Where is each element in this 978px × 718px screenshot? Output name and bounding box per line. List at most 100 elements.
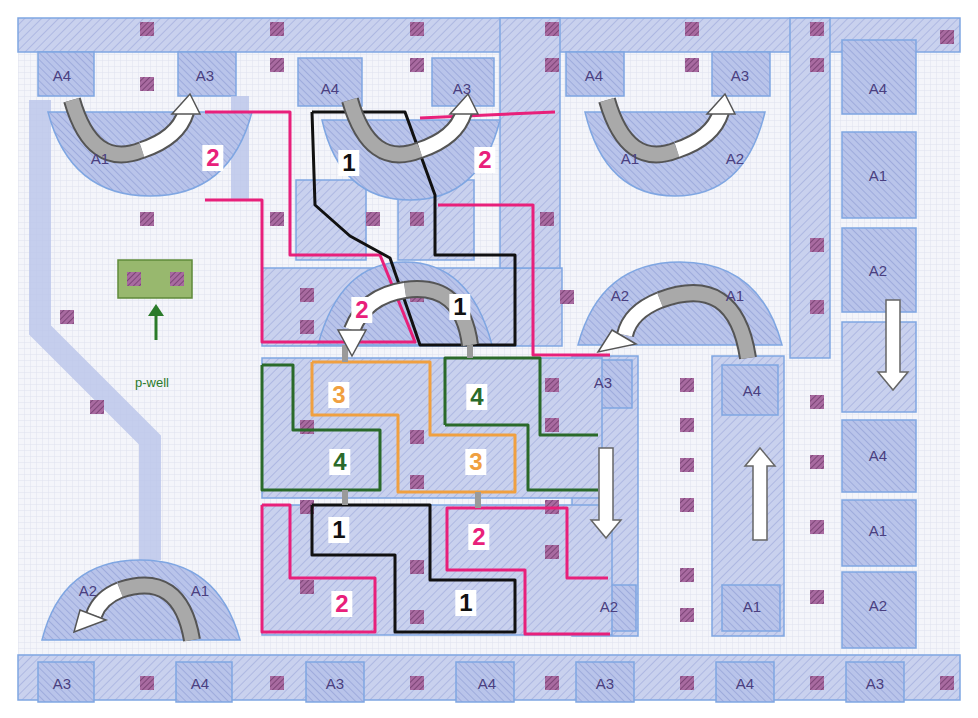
arrow-body (607, 100, 677, 154)
net-label: A2 (726, 151, 744, 166)
arrow-outline (405, 289, 470, 345)
net-label: A1 (869, 523, 887, 538)
contact (810, 395, 824, 409)
net-label: A4 (585, 68, 603, 83)
diffusion-shape (842, 228, 916, 312)
contact (410, 676, 424, 690)
arrow-body (120, 586, 192, 640)
diffusion-shape (846, 662, 904, 702)
contact (410, 560, 424, 574)
callout-number: 3 (465, 449, 486, 475)
net-label: A3 (594, 375, 612, 390)
net-label: A3 (326, 676, 344, 691)
contact (680, 498, 694, 512)
net-label: A3 (53, 676, 71, 691)
arrow-outline (625, 300, 660, 335)
arrow-body (352, 290, 405, 330)
arrow-body (625, 300, 660, 335)
arrow-body (405, 289, 470, 345)
net-label: A3 (196, 68, 214, 83)
contact (300, 288, 314, 302)
arrow-outline (352, 290, 405, 330)
diffusion-shape (842, 420, 916, 492)
contact (140, 212, 154, 226)
diffusion-shape (712, 356, 784, 636)
arrow-outline (677, 112, 721, 150)
net-label: A3 (453, 81, 471, 96)
contact (680, 608, 694, 622)
contact (810, 22, 824, 36)
net-label: A1 (91, 151, 109, 166)
contact (680, 676, 694, 690)
diffusion-shape (576, 662, 634, 702)
diffusion-shape (842, 322, 916, 412)
contact (680, 418, 694, 432)
diffusion-shape (38, 662, 94, 702)
contact (300, 580, 314, 594)
arrow-outline (72, 100, 142, 154)
diffusion-shape (38, 52, 94, 96)
callout-number: 1 (338, 150, 359, 176)
diffusion-shape (842, 132, 916, 218)
highlight-region (447, 508, 610, 634)
net-label: A4 (743, 383, 761, 398)
contact (90, 400, 104, 414)
contact (810, 300, 824, 314)
contact (140, 22, 154, 36)
contact (810, 58, 824, 72)
diffusion-shape (262, 505, 612, 635)
net-label: A2 (600, 599, 618, 614)
net-label: A1 (743, 599, 761, 614)
arrow-body (677, 112, 721, 150)
arrow-body (142, 112, 186, 150)
pwell-pointer (155, 312, 158, 340)
net-label: A4 (191, 676, 209, 691)
contact (545, 545, 559, 559)
highlight-region (420, 112, 555, 118)
diffusion-shape (842, 572, 916, 648)
net-label: A1 (869, 168, 887, 183)
highlight-region (262, 365, 380, 490)
highlight-region (445, 358, 598, 435)
net-label: A3 (596, 676, 614, 691)
net-label: A2 (79, 583, 97, 598)
contact (685, 58, 699, 72)
diffusion-shape (842, 40, 916, 114)
callout-number: 2 (351, 297, 372, 323)
diffusion-shape (176, 662, 232, 702)
contact (810, 455, 824, 469)
contact (810, 676, 824, 690)
contact (560, 290, 574, 304)
stub (467, 345, 473, 358)
diffusion-shape (722, 365, 778, 415)
arrow-head (707, 94, 735, 114)
highlight-region (445, 425, 598, 490)
contact (680, 378, 694, 392)
contact (810, 238, 824, 252)
net-label: A2 (869, 598, 887, 613)
contact (410, 430, 424, 444)
arrow-outline (120, 586, 192, 640)
arrow-head (338, 330, 366, 356)
contact (127, 272, 141, 286)
net-label: A4 (869, 448, 887, 463)
gate-shape (42, 560, 240, 640)
diffusion-shape (456, 662, 514, 702)
contact (410, 610, 424, 624)
callout-number: 2 (331, 591, 352, 617)
arrow-straight (745, 448, 775, 540)
contact (270, 212, 284, 226)
contact (940, 676, 954, 690)
net-label: A4 (869, 81, 887, 96)
net-label: A1 (191, 583, 209, 598)
diffusion-shape (306, 662, 364, 702)
arrow-outline (660, 293, 748, 358)
net-label: A4 (53, 68, 71, 83)
diffusion-shape (262, 358, 602, 498)
callout-number: 2 (468, 524, 489, 550)
callout-number: 4 (466, 384, 487, 410)
contact (170, 272, 184, 286)
arrow-straight (591, 448, 621, 538)
